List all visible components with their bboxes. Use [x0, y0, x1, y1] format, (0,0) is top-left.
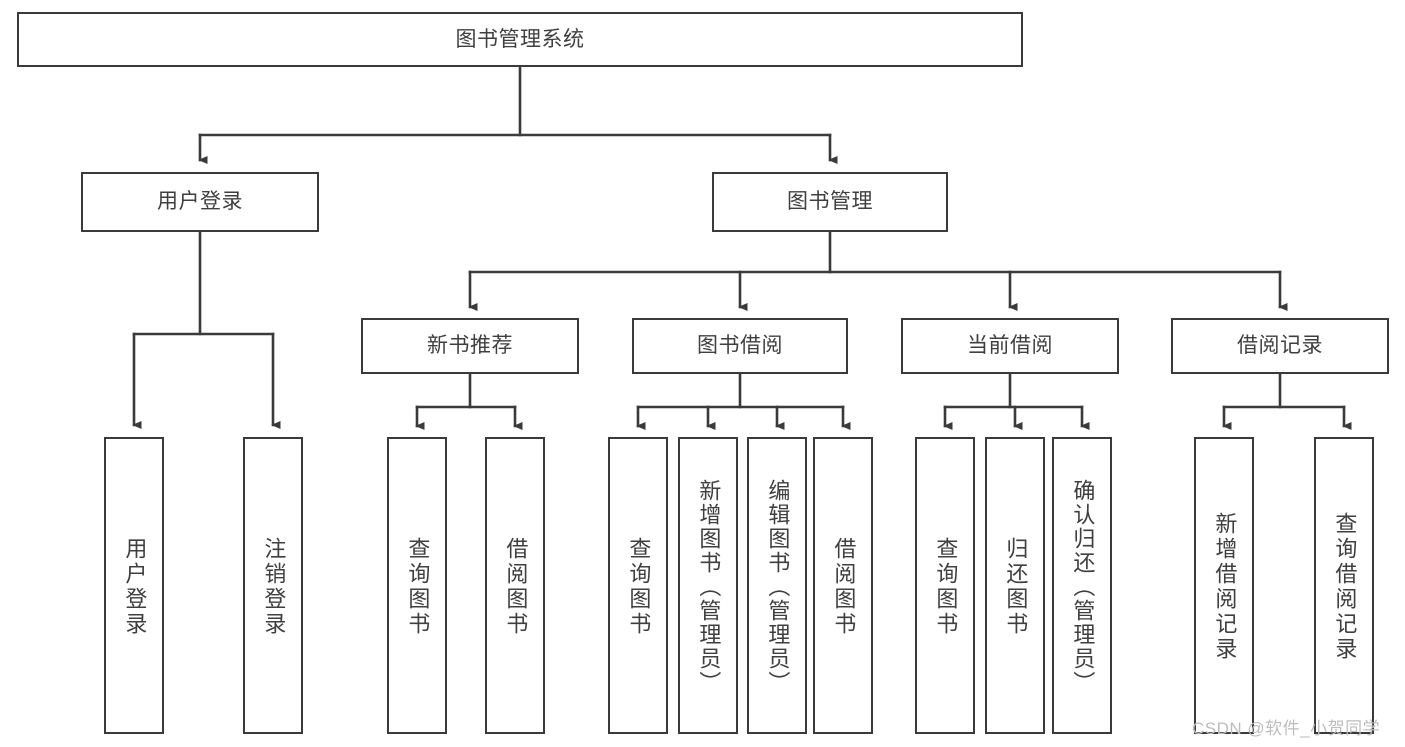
node-leaf-query-book-2[interactable]: 查询图书	[608, 437, 668, 734]
node-leaf-add-book-label: 新增图书（管理员）	[696, 478, 722, 695]
node-leaf-query-record-label: 查询借阅记录	[1332, 511, 1358, 662]
node-book-borrow-label: 图书借阅	[697, 334, 783, 358]
node-leaf-edit-book[interactable]: 编辑图书（管理员）	[747, 437, 807, 734]
node-leaf-user-login[interactable]: 用户登录	[104, 437, 164, 734]
node-book-manage[interactable]: 图书管理	[712, 172, 948, 232]
node-new-book-rec[interactable]: 新书推荐	[361, 318, 579, 374]
node-borrow-record[interactable]: 借阅记录	[1171, 318, 1389, 374]
node-leaf-borrow-book-2[interactable]: 借阅图书	[813, 437, 873, 734]
node-leaf-borrow-book-1[interactable]: 借阅图书	[485, 437, 545, 734]
node-leaf-return-book[interactable]: 归还图书	[985, 437, 1045, 734]
node-leaf-query-book-1-label: 查询图书	[405, 536, 431, 637]
node-current-borrow[interactable]: 当前借阅	[901, 318, 1119, 374]
node-leaf-return-book-label: 归还图书	[1003, 536, 1029, 637]
node-leaf-query-book-3[interactable]: 查询图书	[915, 437, 975, 734]
node-borrow-record-label: 借阅记录	[1237, 334, 1323, 358]
node-leaf-add-record[interactable]: 新增借阅记录	[1194, 437, 1254, 734]
node-leaf-query-book-2-label: 查询图书	[626, 536, 652, 637]
node-leaf-edit-book-label: 编辑图书（管理员）	[765, 478, 791, 695]
node-user-login[interactable]: 用户登录	[81, 172, 319, 232]
node-leaf-borrow-book-2-label: 借阅图书	[831, 536, 857, 637]
node-leaf-confirm-return[interactable]: 确认归还（管理员）	[1052, 437, 1112, 734]
node-leaf-query-record[interactable]: 查询借阅记录	[1314, 437, 1374, 734]
node-book-manage-label: 图书管理	[787, 190, 873, 214]
node-leaf-user-logout-label: 注销登录	[261, 536, 287, 637]
node-leaf-user-login-label: 用户登录	[122, 536, 148, 637]
node-leaf-query-book-1[interactable]: 查询图书	[387, 437, 447, 734]
node-current-borrow-label: 当前借阅	[967, 334, 1053, 358]
csdn-watermark: CSDN @软件_小贺同学	[1192, 719, 1381, 738]
node-leaf-confirm-return-label: 确认归还（管理员）	[1070, 478, 1096, 695]
node-leaf-user-logout[interactable]: 注销登录	[243, 437, 303, 734]
node-book-borrow[interactable]: 图书借阅	[632, 318, 848, 374]
node-leaf-add-record-label: 新增借阅记录	[1212, 511, 1238, 662]
node-leaf-borrow-book-1-label: 借阅图书	[503, 536, 529, 637]
node-leaf-query-book-3-label: 查询图书	[933, 536, 959, 637]
node-root-label: 图书管理系统	[455, 27, 585, 51]
node-root[interactable]: 图书管理系统	[17, 12, 1023, 67]
node-new-book-rec-label: 新书推荐	[427, 334, 513, 358]
node-user-login-label: 用户登录	[157, 190, 243, 214]
node-leaf-add-book[interactable]: 新增图书（管理员）	[678, 437, 738, 734]
